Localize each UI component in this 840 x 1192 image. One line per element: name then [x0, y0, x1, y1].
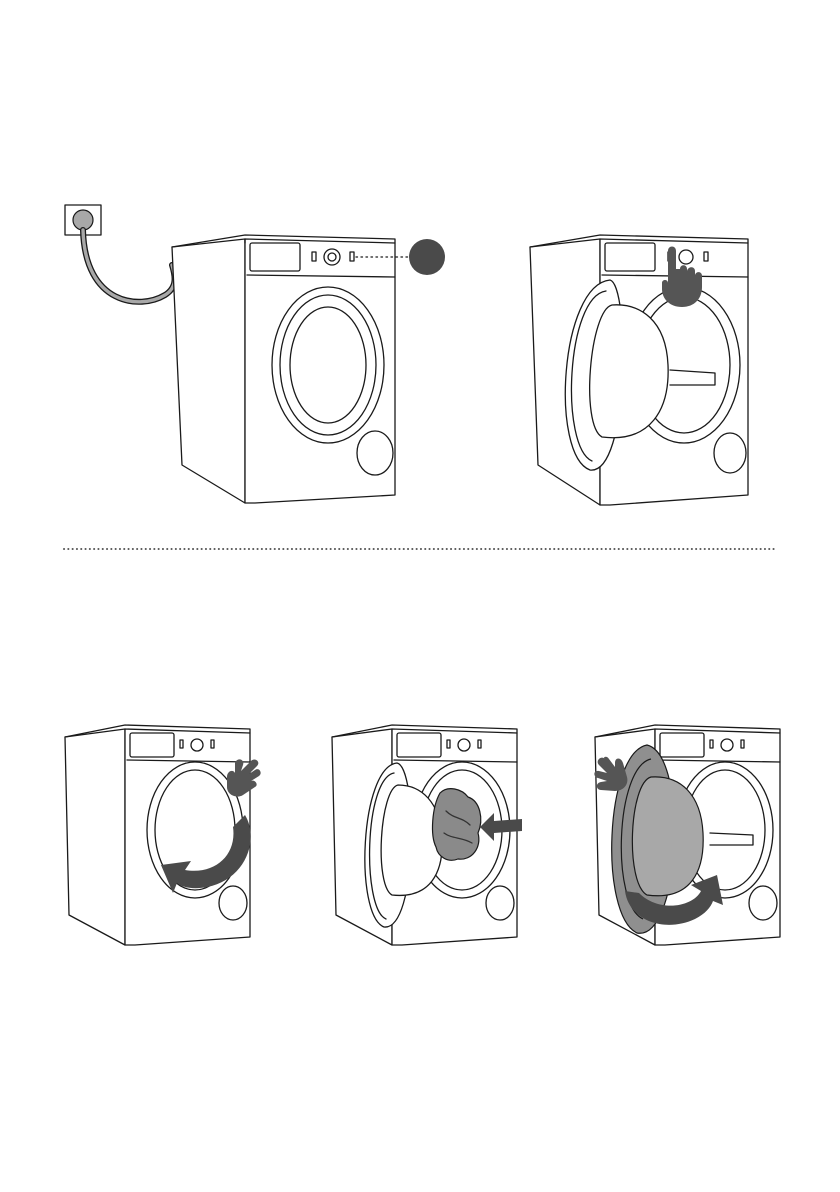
laundry-icon: [433, 789, 481, 861]
figure-plug-in: [60, 195, 460, 515]
power-indicator-icon: [409, 239, 445, 275]
power-cable-icon: [83, 230, 175, 302]
section-divider: [62, 545, 776, 553]
figure-close-door: [585, 715, 795, 950]
figure-open-door: [55, 715, 280, 950]
figure-load-laundry: [322, 715, 532, 950]
washing-machine-icon: [65, 725, 250, 945]
hand-icon: [594, 757, 627, 791]
figure-press-door-button: [520, 225, 760, 515]
washing-machine-icon: [172, 235, 395, 503]
